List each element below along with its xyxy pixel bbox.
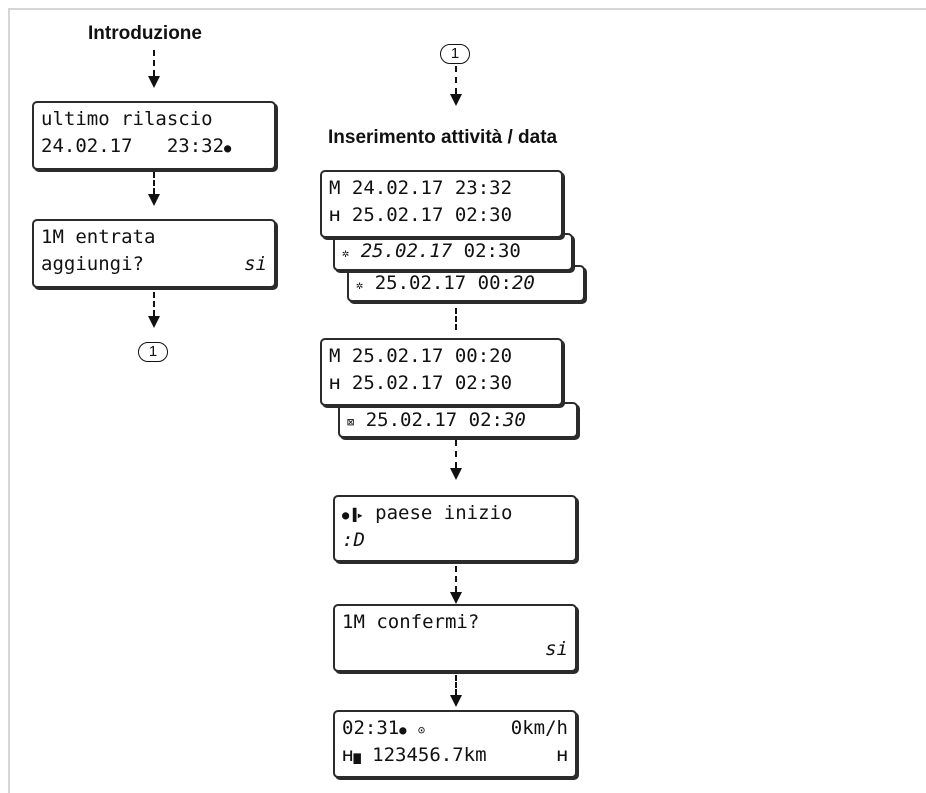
work-hammers-icon: ✲ [356,278,364,292]
lcd-line-1: 02:31● ⊙ 0km/h [342,715,568,742]
arrow-down-icon [148,194,160,206]
lcd-line-1: ultimo rilascio [41,108,213,130]
last-release-time: 23:32 [166,135,225,157]
lcd-activity-4: M 25.02.17 00:20 ʜ 25.02.17 02:30 [320,338,563,406]
step-marker-1: 1 [138,342,168,362]
intro-heading: Introduzione [88,23,202,44]
lcd-activity-1: M 24.02.17 23:32 ʜ 25.02.17 02:30 [320,170,563,238]
flow-line [153,292,155,316]
flow-line [455,566,457,592]
country-start-label: paese inizio [375,502,513,524]
arrow-down-icon [450,592,462,604]
lcd-line-2: ʜ 25.02.17 02:30 [329,370,554,397]
arrow-down-icon [148,76,160,88]
country-start-icon: ●▐▸ [342,508,364,522]
frame-left-border [8,8,10,793]
speed: 0km/h [510,717,568,739]
lcd-line: ✲ 25.02.17 00:20 [356,270,576,297]
arrow-down-icon [450,94,462,106]
yes-option: si [244,253,267,275]
card-slot-icon: ▆ [353,750,361,764]
activity-date: 25.02.17 [365,409,458,431]
activity-time-edit: 20 [511,272,535,294]
flow-line [153,172,155,194]
rest-bed-icon: ʜ [556,744,568,766]
rest-period: 25.02.17 02:30 [351,372,513,394]
activity-time-fixed: 00: [477,272,512,294]
flow-line [455,66,457,94]
clock-icon: ⊙ [417,723,426,737]
work-hammers-icon: ✲ [342,246,350,260]
add-question: aggiungi? [41,253,144,275]
lcd-line-1: 1M entrata [41,226,156,248]
flow-line [455,440,457,468]
lcd-last-release: ultimo rilascio 24.02.17 23:32● [32,101,276,170]
frame-top-border [8,8,926,10]
flow-line [455,308,457,330]
lcd-line-2: si [342,636,568,663]
lcd-confirm: 1M confermi? si [333,604,577,672]
arrow-down-icon [450,468,462,480]
activity-entry-heading: Inserimento attività / data [328,127,558,148]
rest-bed-icon: ʜ [329,372,341,394]
activity-date-edit: 25.02.17 [360,240,453,262]
lcd-activity-5: ⊠ 25.02.17 02:30 [338,402,578,438]
lcd-line: ⊠ 25.02.17 02:30 [347,407,569,434]
lcd-line-1: 1M confermi? [342,611,480,633]
lcd-activity-2: ✲ 25.02.17 02:30 [333,233,573,271]
lcd-line-1: M 24.02.17 23:32 [329,177,513,199]
rest-period: 25.02.17 02:30 [351,204,513,226]
activity-time-edit: 30 [502,409,526,431]
yes-option: si [545,638,568,660]
flow-line [455,675,457,695]
activity-date: 25.02.17 [374,272,467,294]
last-release-date: 24.02.17 [41,135,133,157]
lcd-line-1: M 25.02.17 00:20 [329,345,513,367]
country-value: :D [342,529,365,551]
arrow-down-icon [148,316,160,328]
driver-rest-icon: ʜ [342,744,354,766]
activity-time: 02:30 [463,240,521,262]
lcd-line-2: aggiungi? si [41,251,267,278]
lcd-country-start: ●▐▸ paese inizio :D [333,495,577,562]
lcd-line-2: ʜ 25.02.17 02:30 [329,202,554,229]
flow-line [153,50,155,76]
lcd-line-1: ●▐▸ paese inizio [342,500,568,527]
current-time: 02:31 [342,717,400,739]
card-dot-icon: ● [224,141,232,155]
step-marker-1: 1 [440,44,470,64]
rest-bed-icon: ʜ [329,204,341,226]
card-dot-icon: ● [399,723,407,737]
arrow-down-icon [450,695,462,707]
lcd-entry-add: 1M entrata aggiungi? si [32,219,276,288]
lcd-line: ✲ 25.02.17 02:30 [342,238,564,265]
odometer: 123456.7km [372,744,487,766]
lcd-line-2: 24.02.17 23:32● [41,133,267,160]
activity-time-fixed: 02: [468,409,503,431]
availability-box-icon: ⊠ [347,415,355,429]
